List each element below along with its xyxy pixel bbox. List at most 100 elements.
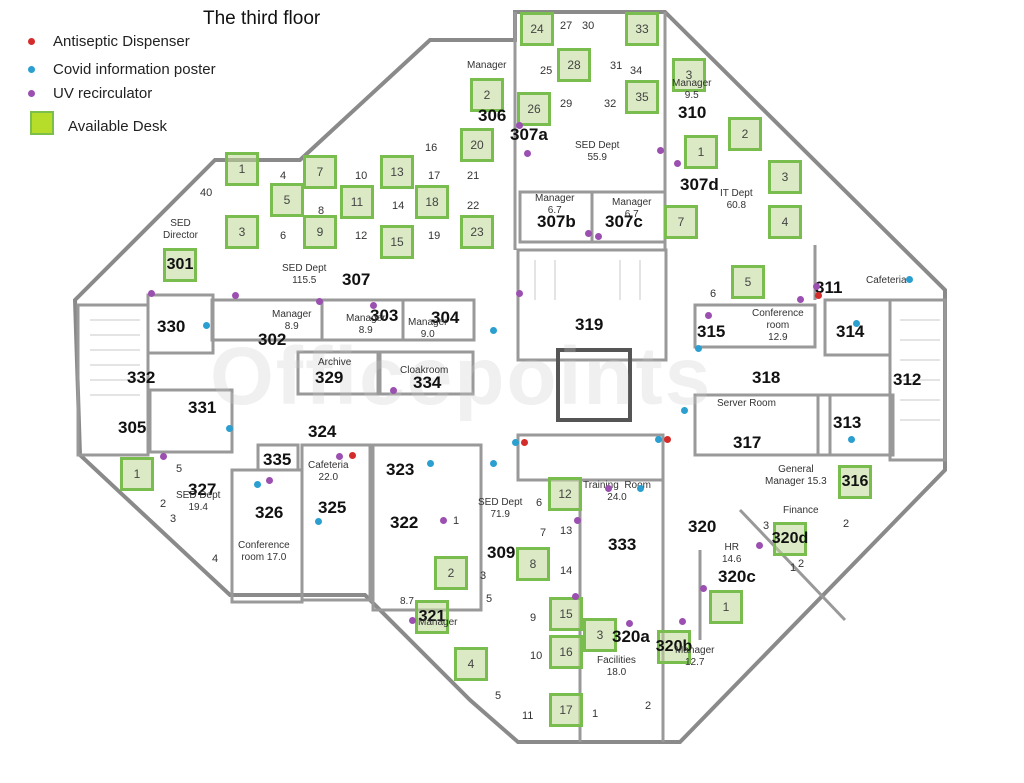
room-number[interactable]: 331: [188, 398, 217, 417]
available-desk[interactable]: 320b: [656, 630, 692, 664]
room-number[interactable]: 307d: [680, 175, 719, 194]
available-desk[interactable]: 2: [728, 117, 762, 151]
available-desk[interactable]: 7: [664, 205, 698, 239]
available-desk[interactable]: 2: [434, 556, 468, 590]
room-number[interactable]: 312: [893, 370, 922, 389]
room-number[interactable]: 320: [688, 517, 717, 536]
available-desk[interactable]: 28: [557, 48, 591, 82]
covid-poster-marker: [681, 407, 688, 414]
uv-recirculator-marker: [572, 593, 579, 600]
room-number[interactable]: 304: [431, 308, 460, 327]
room-number[interactable]: 315: [697, 322, 726, 341]
room-number[interactable]: 306: [478, 106, 507, 125]
available-desk[interactable]: 4: [454, 647, 488, 681]
room-number[interactable]: 302: [258, 330, 287, 349]
room-label: Cafeteria 22.0: [308, 460, 349, 483]
available-desk[interactable]: 1: [120, 457, 154, 491]
room-number[interactable]: 317: [733, 433, 762, 452]
available-desk[interactable]: 17: [549, 693, 583, 727]
available-desk[interactable]: 3: [583, 618, 617, 652]
room-label: Manager 8.9: [346, 313, 386, 336]
legend-label: Available Desk: [68, 118, 167, 135]
desk-number: 19: [428, 230, 441, 242]
room-number[interactable]: 318: [752, 368, 781, 387]
floor-title: The third floor: [203, 8, 321, 29]
desk-number: 1: [453, 515, 460, 527]
available-desk[interactable]: 15: [380, 225, 414, 259]
room-number[interactable]: 307b: [537, 212, 576, 231]
covid-poster-marker: [695, 345, 702, 352]
available-desk[interactable]: 320d: [772, 522, 808, 556]
room-number[interactable]: 307c: [605, 212, 643, 231]
room-number[interactable]: 314: [836, 322, 865, 341]
uv-recirculator-marker: [336, 453, 343, 460]
room-number[interactable]: 333: [608, 535, 637, 554]
room-number[interactable]: 326: [255, 503, 284, 522]
room-number[interactable]: 323: [386, 460, 415, 479]
room-number[interactable]: 335: [263, 450, 292, 469]
available-desk[interactable]: 33: [625, 12, 659, 46]
room-number[interactable]: 329: [315, 368, 344, 387]
room-number[interactable]: 307: [342, 270, 371, 289]
room-label: SED Dept 71.9: [478, 497, 523, 520]
covid-poster-marker: [490, 327, 497, 334]
available-desk[interactable]: 26: [517, 92, 551, 126]
room-number[interactable]: 324: [308, 422, 337, 441]
room-number[interactable]: 330: [157, 317, 186, 336]
available-desk[interactable]: 321: [415, 600, 449, 634]
covid-poster-marker: [637, 485, 644, 492]
room-number[interactable]: 305: [118, 418, 147, 437]
available-desk[interactable]: 18: [415, 185, 449, 219]
room-label: Manager 8.9: [272, 309, 312, 332]
room-number[interactable]: 307a: [510, 125, 548, 144]
available-desk[interactable]: 16: [549, 635, 583, 669]
room-number[interactable]: 319: [575, 315, 604, 334]
room-number[interactable]: 322: [390, 513, 419, 532]
uv-recirculator-marker: [316, 298, 323, 305]
available-desk[interactable]: 35: [625, 80, 659, 114]
available-desk[interactable]: 13: [380, 155, 414, 189]
available-desk[interactable]: 20: [460, 128, 494, 162]
available-desk[interactable]: 301: [163, 248, 197, 282]
available-desk[interactable]: 1: [709, 590, 743, 624]
room-label: Finance: [783, 505, 819, 516]
room-number[interactable]: 313: [833, 413, 862, 432]
available-desk[interactable]: 1: [684, 135, 718, 169]
uv-recirculator-marker: [595, 233, 602, 240]
available-desk[interactable]: 8: [516, 547, 550, 581]
available-desk[interactable]: 4: [768, 205, 802, 239]
room-label: Conference room 12.9: [752, 308, 804, 343]
available-desk[interactable]: 316: [838, 465, 872, 499]
available-desk[interactable]: 24: [520, 12, 554, 46]
available-desk[interactable]: 3: [768, 160, 802, 194]
room-number[interactable]: 320a: [612, 627, 650, 646]
available-desk[interactable]: 2: [470, 78, 504, 112]
room-label: Manager 6.7: [535, 193, 575, 216]
covid-poster-marker: [254, 481, 261, 488]
available-desk[interactable]: 15: [549, 597, 583, 631]
room-label: Manager: [467, 60, 507, 71]
available-desk[interactable]: 23: [460, 215, 494, 249]
available-desk[interactable]: 5: [270, 183, 304, 217]
room-number[interactable]: 325: [318, 498, 347, 517]
room-number[interactable]: 320c: [718, 567, 756, 586]
room-number[interactable]: 327: [188, 480, 217, 499]
available-desk[interactable]: 3: [672, 58, 706, 92]
room-number[interactable]: 309: [487, 543, 516, 562]
room-label: Manager 6.7: [612, 197, 652, 220]
available-desk[interactable]: 3: [225, 215, 259, 249]
available-desk[interactable]: 12: [548, 477, 582, 511]
available-desk[interactable]: 1: [225, 152, 259, 186]
available-desk[interactable]: 7: [303, 155, 337, 189]
room-number[interactable]: 311: [815, 278, 843, 297]
available-desk[interactable]: 11: [340, 185, 374, 219]
desk-number: 1: [592, 708, 599, 720]
room-number[interactable]: 332: [127, 368, 156, 387]
available-desk[interactable]: 9: [303, 215, 337, 249]
room-number[interactable]: 334: [413, 373, 442, 392]
room-number[interactable]: 310: [678, 103, 707, 122]
uv-recirculator-marker: [148, 290, 155, 297]
available-desk[interactable]: 5: [731, 265, 765, 299]
room-number[interactable]: 303: [370, 306, 399, 325]
